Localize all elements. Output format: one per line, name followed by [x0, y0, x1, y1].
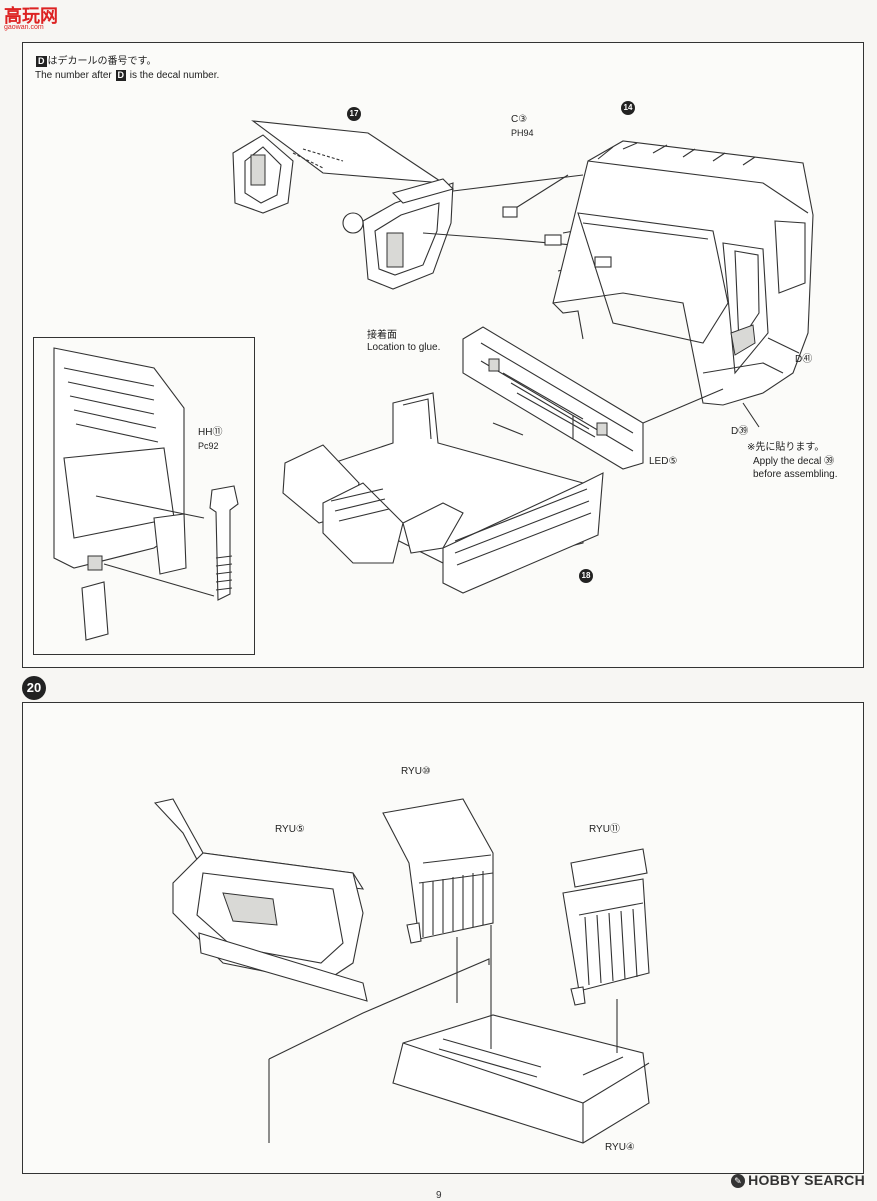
- page-number: 9: [436, 1190, 442, 1201]
- label-c3: C③: [511, 114, 528, 125]
- front-grille: [462, 326, 644, 470]
- cab-frame: [282, 392, 604, 594]
- part-number-17: 17: [347, 107, 361, 121]
- decal-symbol: D: [36, 56, 47, 67]
- step-20-diagram: [153, 798, 650, 1144]
- label-led5: LED⑤: [649, 456, 678, 467]
- part-number-14: 14: [621, 101, 635, 115]
- note-apply-first-jp: ※先に貼ります。: [747, 442, 825, 453]
- hobby-search-logo: ✎HOBBY SEARCH: [731, 1172, 865, 1188]
- inset-diagram: [53, 347, 239, 641]
- note-apply-decal: Apply the decal ㊴: [753, 456, 835, 467]
- watermark-logo: 高玩网: [4, 6, 58, 27]
- step-20-badge: 20: [22, 676, 46, 700]
- ryu5-part: [153, 798, 368, 1002]
- step-19-diagram: [232, 120, 814, 594]
- roof-spoiler: [232, 120, 455, 290]
- label-d41: D㊶: [795, 354, 813, 365]
- watermark-url: gaowan.com: [4, 24, 44, 31]
- label-ryu4: RYU④: [605, 1142, 635, 1153]
- label-ryu5: RYU⑤: [275, 824, 305, 835]
- step-20-panel: RYU⑤ RYU⑩ RYU⑪ RYU④: [22, 702, 864, 1174]
- inset-label-pc92: Pc92: [198, 441, 219, 451]
- inset-label-hh11: HH⑪: [198, 427, 223, 438]
- ryu4-base: [392, 1014, 650, 1144]
- inset-detail: HH⑪ Pc92: [33, 337, 255, 655]
- note-before-assembling: before assembling.: [753, 469, 838, 480]
- label-ryu10: RYU⑩: [401, 766, 431, 777]
- decal-note-en: The number after D is the decal number.: [35, 70, 220, 81]
- label-ryu11: RYU⑪: [589, 824, 620, 835]
- truck-cab: [502, 140, 814, 406]
- hobby-search-icon: ✎: [731, 1174, 746, 1188]
- label-glue-en: Location to glue.: [367, 342, 441, 353]
- label-glue-jp: 接着面: [367, 330, 397, 341]
- decal-symbol: D: [115, 70, 126, 81]
- ryu10-part: [382, 798, 494, 944]
- ryu11-part: [562, 848, 650, 1006]
- label-d39: D㊴: [731, 426, 749, 437]
- part-number-18: 18: [579, 569, 593, 583]
- label-ph94: PH94: [511, 128, 534, 138]
